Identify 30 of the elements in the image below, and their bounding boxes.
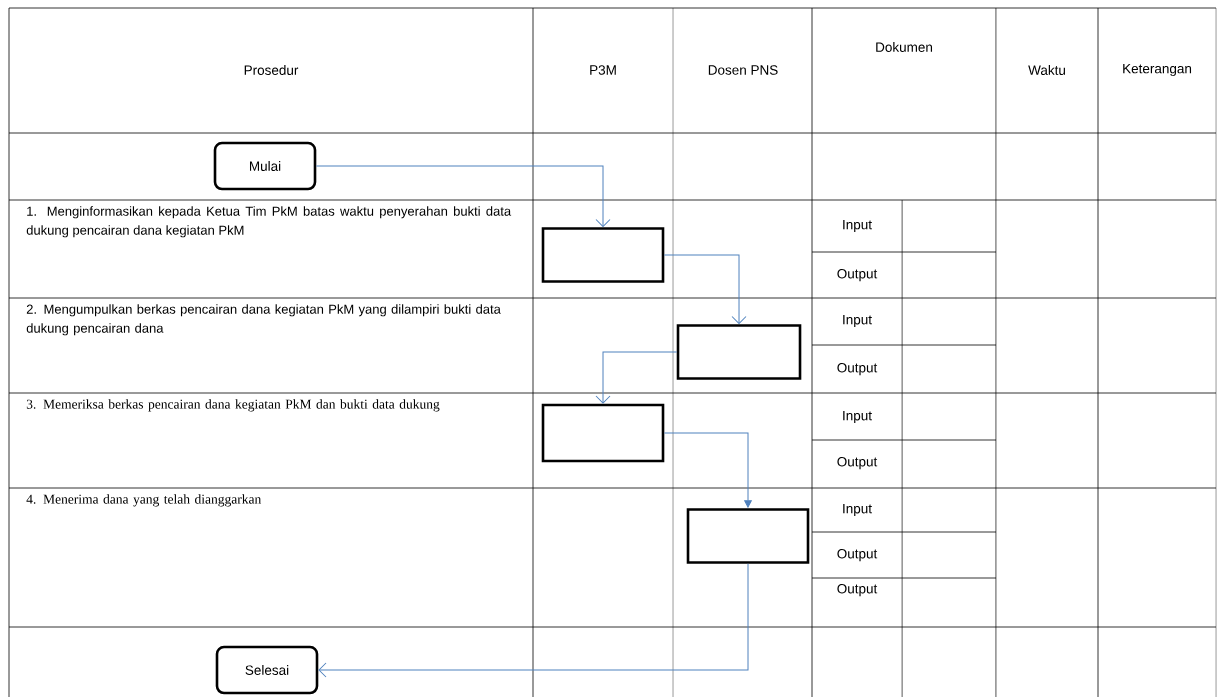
cell-label: Output [837, 456, 878, 470]
terminal-box: Mulai [213, 141, 317, 191]
cell-label: Output [837, 583, 878, 597]
step-text: 1. Menginformasikan kepada Ketua Tim PkM batas waktu penyerahan bukti data dukung pencairan dana kegiatan PkM [26, 206, 512, 238]
process-box [541, 227, 665, 283]
column-header: Waktu [1028, 65, 1065, 75]
cell-label: Input [843, 314, 872, 328]
column-header: Keterangan [1123, 63, 1192, 77]
cell-label: Input [843, 410, 872, 424]
cell-label: Output [837, 548, 878, 562]
arrow [663, 432, 752, 508]
arrow [318, 563, 749, 678]
column-header: P3M [590, 65, 616, 75]
step-text: 4. Menerima dana yang telah dianggarkan [26, 494, 262, 507]
column-header: Dokumen [876, 42, 932, 52]
cell-label: Input [843, 219, 872, 233]
cell-label: Output [837, 268, 878, 282]
column-header: Prosedur [244, 65, 299, 75]
arrow [663, 254, 747, 324]
cell-label: Output [837, 362, 878, 376]
step-text: 2. Mengumpulkan berkas pencairan dana kegiatan PkM yang dilampiri bukti data dukung pencairan dana [26, 304, 501, 336]
terminal-box: Selesai [215, 645, 319, 695]
step-text: 3. Memeriksa berkas pencairan dana kegiatan PkM dan bukti data dukung [26, 399, 440, 412]
process-box [676, 324, 802, 380]
arrow [595, 351, 678, 404]
process-box [686, 508, 810, 564]
column-header: Dosen PNS [708, 65, 778, 75]
cell-label: Input [843, 503, 872, 517]
arrow [315, 165, 611, 227]
process-box [541, 403, 665, 463]
